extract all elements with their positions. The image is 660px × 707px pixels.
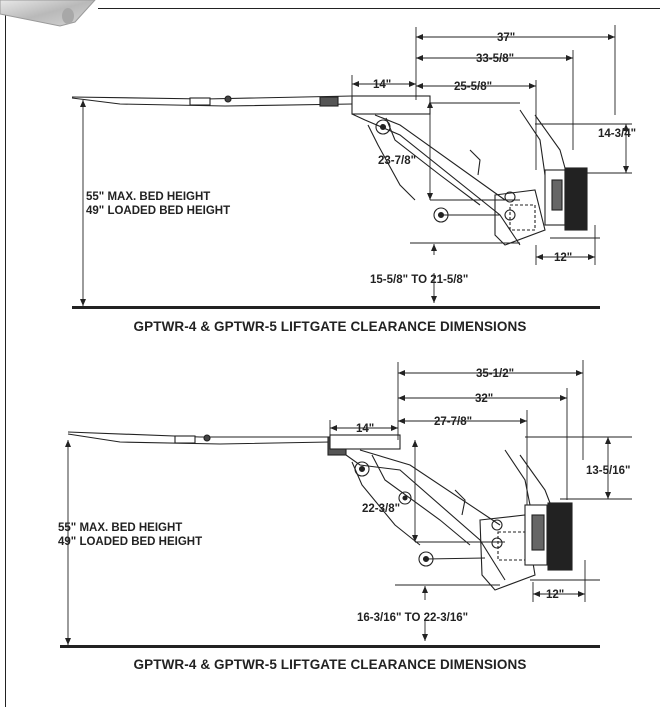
dim-label-14: 14" [373,79,391,91]
dim-label-32: 32" [475,393,493,405]
dim-label-25-5-8: 25-5/8" [454,81,492,93]
dim-label-23-7-8: 23-7/8" [378,155,416,167]
decorative-metal-strip [0,0,96,27]
page-frame-left [5,8,6,707]
dim-label-35-1-2: 35-1/2" [476,368,514,380]
diagram-panel-2: 35-1/2" 32" 14" 27-7/8" 13-5/16" 22-3/8"… [58,360,632,648]
max-bed-height-label-2: 55" MAX. BED HEIGHT [58,522,182,534]
dim-label-22-3-8: 22-3/8" [362,503,400,515]
dim-label-14b: 14" [356,423,374,435]
ground-line-1 [72,306,600,309]
dim-label-12b: 12" [546,589,564,601]
dimension-lines-2 [65,360,632,645]
dim-label-14-3-4: 14-3/4" [598,128,636,140]
dim-label-27-7-8: 27-7/8" [434,416,472,428]
dim-label-37: 37" [497,32,515,44]
max-bed-height-label: 55" MAX. BED HEIGHT [86,191,210,203]
diagram-panel-1: 37" 33-5/8" 14" 25-5/8" 14-3/4" 23-7/8" … [71,25,636,309]
dim-label-range-2: 16-3/16" TO 22-3/16" [357,612,468,624]
dim-label-13-5-16: 13-5/16" [586,465,630,477]
page-frame-top [98,8,660,9]
diagram-caption-2: GPTWR-4 & GPTWR-5 LIFTGATE CLEARANCE DIM… [133,657,527,672]
dim-label-33-5-8: 33-5/8" [476,53,514,65]
dimension-lines-1 [80,25,632,306]
liftgate-drawing-1 [71,95,600,246]
ground-line-2 [60,645,600,648]
diagram-caption-1: GPTWR-4 & GPTWR-5 LIFTGATE CLEARANCE DIM… [133,319,527,334]
loaded-bed-height-label-2: 49" LOADED BED HEIGHT [58,536,202,548]
decorative-strip-end [62,8,74,24]
dim-label-12: 12" [554,252,572,264]
dim-label-range: 15-5/8" TO 21-5/8" [370,274,468,286]
loaded-bed-height-label: 49" LOADED BED HEIGHT [86,205,230,217]
liftgate-drawing-2 [67,431,600,591]
